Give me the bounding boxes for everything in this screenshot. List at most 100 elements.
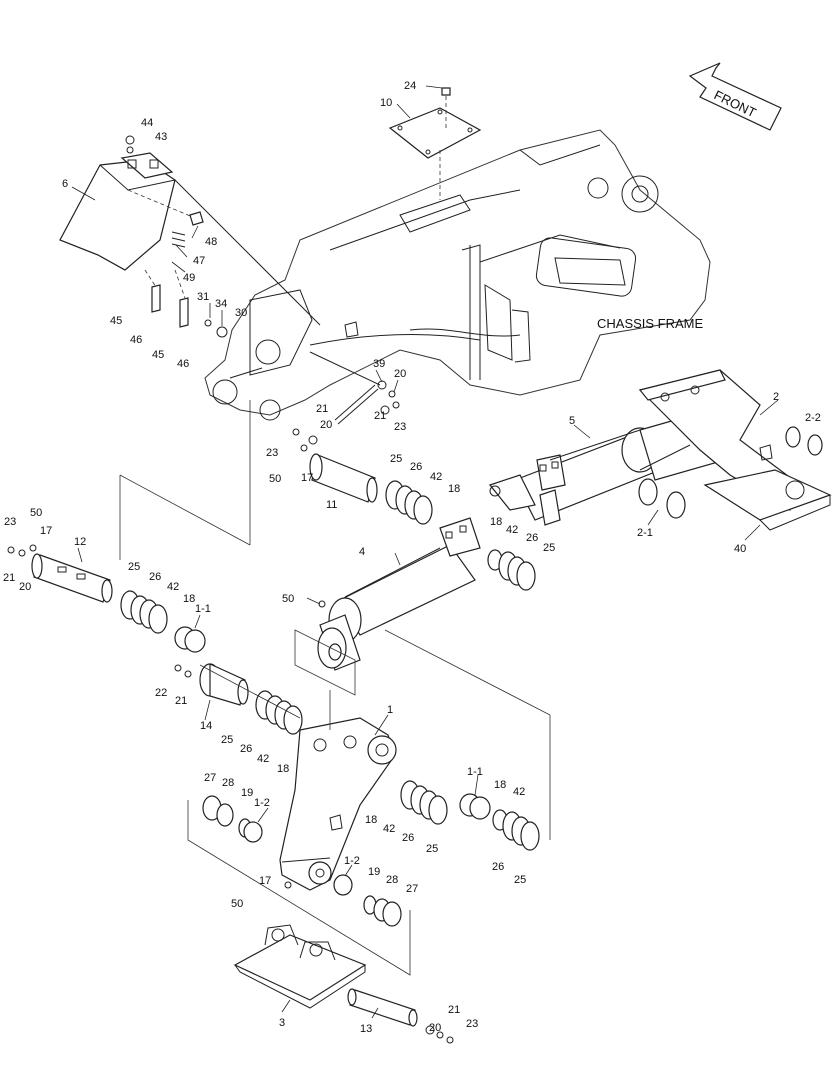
part-label-26c: 26	[149, 571, 161, 583]
part-label-18e: 18	[494, 779, 506, 791]
part-label-23a: 23	[394, 421, 406, 433]
part-label-26b: 26	[526, 532, 538, 544]
part-label-14: 14	[200, 720, 212, 732]
part-label-26d: 26	[240, 743, 252, 755]
part-label-40: 40	[734, 543, 746, 555]
part-label-42f: 42	[383, 823, 395, 835]
part-label-1-2b: 1-2	[344, 855, 360, 867]
part-label-25f: 25	[514, 874, 526, 886]
part-label-43: 43	[155, 131, 167, 143]
part-label-1: 1	[387, 704, 393, 716]
part-label-26a: 26	[410, 461, 422, 473]
bushing-set-left	[202, 795, 263, 843]
explode-lines	[119, 400, 551, 976]
part-label-18c: 18	[183, 593, 195, 605]
pin-13	[347, 988, 454, 1044]
part-label-45a: 45	[110, 315, 122, 327]
link-2	[638, 369, 832, 531]
part-label-2-2: 2-2	[805, 412, 821, 424]
part-label-50a: 50	[269, 473, 281, 485]
part-label-20d: 20	[429, 1022, 441, 1034]
part-label-10: 10	[380, 97, 392, 109]
part-label-45b: 45	[152, 349, 164, 361]
part-label-30: 30	[235, 307, 247, 319]
part-label-42c: 42	[167, 581, 179, 593]
part-label-25b: 25	[543, 542, 555, 554]
part-label-28a: 28	[222, 777, 234, 789]
part-label-24: 24	[404, 80, 416, 92]
part-label-17c: 17	[259, 875, 271, 887]
part-label-22: 22	[155, 687, 167, 699]
part-label-21d: 21	[175, 695, 187, 707]
part-label-26e: 26	[402, 832, 414, 844]
part-label-25a: 25	[390, 453, 402, 465]
part-label-1-1a: 1-1	[195, 603, 211, 615]
part-label-42a: 42	[430, 471, 442, 483]
part-label-11: 11	[326, 499, 337, 511]
hood-assembly	[59, 152, 321, 328]
cylinder-4	[317, 517, 536, 671]
part-label-21b: 21	[316, 403, 328, 415]
part-label-19a: 19	[241, 787, 253, 799]
part-label-49: 49	[183, 272, 195, 284]
part-label-27a: 27	[204, 772, 216, 784]
part-label-18f: 18	[365, 814, 377, 826]
bushing-set-right	[333, 874, 402, 927]
part-label-27b: 27	[406, 883, 418, 895]
part-label-18b: 18	[490, 516, 502, 528]
part-label-42d: 42	[257, 753, 269, 765]
pin-12	[7, 544, 206, 653]
cover-plate	[388, 87, 482, 200]
part-label-21e: 21	[448, 1004, 460, 1016]
part-label-18d: 18	[277, 763, 289, 775]
part-label-42b: 42	[506, 524, 518, 536]
part-label-50d: 50	[231, 898, 243, 910]
part-label-21c: 21	[3, 572, 15, 584]
part-label-25e: 25	[426, 843, 438, 855]
pin-11	[309, 453, 433, 525]
part-label-28b: 28	[386, 874, 398, 886]
front-arrow: FRONT	[688, 62, 782, 131]
part-label-19b: 19	[368, 866, 380, 878]
chassis-frame	[204, 129, 711, 421]
small-fasteners	[125, 135, 400, 889]
part-label-50c: 50	[282, 593, 294, 605]
part-label-21a: 21	[374, 410, 386, 422]
part-label-2: 2	[773, 391, 779, 403]
part-label-1-1b: 1-1	[467, 766, 483, 778]
part-label-26f: 26	[492, 861, 504, 873]
part-label-31: 31	[197, 291, 209, 303]
part-label-23c: 23	[4, 516, 16, 528]
part-label-3: 3	[279, 1017, 285, 1029]
leader-lines	[71, 85, 779, 1019]
part-label-23d: 23	[466, 1018, 478, 1030]
part-label-1-2a: 1-2	[254, 797, 270, 809]
part-label-25c: 25	[128, 561, 140, 573]
part-label-2-1: 2-1	[637, 527, 653, 539]
part-label-47: 47	[193, 255, 205, 267]
part-label-44: 44	[141, 117, 153, 129]
part-label-13: 13	[360, 1023, 372, 1035]
part-label-48: 48	[205, 236, 217, 248]
part-label-50b: 50	[30, 507, 42, 519]
part-label-20c: 20	[19, 581, 31, 593]
part-label-17a: 17	[301, 472, 313, 484]
part-labels: 24 10 44 43 6 48 47 49 31 34 30 45 46 45…	[3, 80, 821, 1035]
part-label-18a: 18	[448, 483, 460, 495]
part-label-20b: 20	[320, 419, 332, 431]
part-label-25d: 25	[221, 734, 233, 746]
part-label-46b: 46	[177, 358, 189, 370]
part-label-39: 39	[373, 358, 385, 370]
arm-1	[279, 717, 540, 891]
part-label-17b: 17	[40, 525, 52, 537]
part-label-34: 34	[215, 298, 227, 310]
part-label-4: 4	[359, 546, 365, 558]
part-label-46a: 46	[130, 334, 142, 346]
chain-39	[309, 351, 396, 425]
bracket-3	[233, 924, 367, 1009]
part-label-6: 6	[62, 178, 68, 190]
pin-14	[174, 663, 303, 735]
part-label-42e: 42	[513, 786, 525, 798]
part-label-5: 5	[569, 415, 575, 427]
